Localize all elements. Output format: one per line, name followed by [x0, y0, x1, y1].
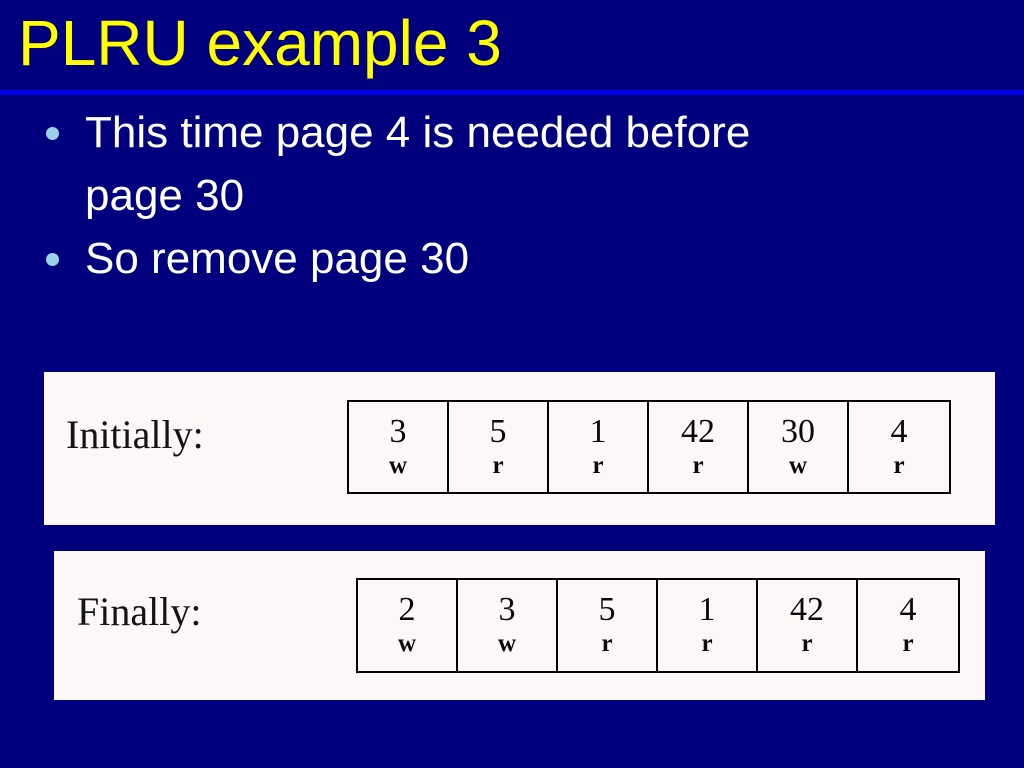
cache-cell-number: 2	[398, 591, 416, 628]
cache-cell-mode: w	[388, 451, 408, 479]
cache-cell: 4 r	[858, 580, 958, 671]
cache-cell-mode: r	[592, 451, 604, 479]
list-item-label: This time page 4 is needed before page 3…	[85, 108, 751, 220]
cache-cell-number: 1	[698, 591, 716, 628]
page-title: PLRU example 3	[18, 7, 502, 79]
cache-cell-number: 5	[598, 591, 616, 628]
cache-cell: 5 r	[558, 580, 658, 671]
cache-cell-mode: r	[893, 451, 905, 479]
cache-cell-number: 42	[681, 412, 715, 450]
cache-cell: 5 r	[449, 402, 549, 492]
cache-cell-mode: w	[788, 451, 808, 479]
title-divider	[0, 90, 1024, 95]
panel-label-initially: Initially:	[66, 412, 204, 457]
cache-cell: 42 r	[649, 402, 749, 492]
cache-cell-mode: r	[801, 630, 813, 657]
cache-cell-number: 3	[498, 591, 516, 628]
cache-cell-mode: w	[497, 630, 517, 657]
panel-initially: Initially: 3 w 5 r 1 r 42 r 30 w	[44, 372, 995, 525]
cache-cell: 2 w	[358, 580, 458, 671]
cache-cell-number: 4	[899, 591, 917, 628]
cache-cell-mode: r	[902, 630, 914, 657]
cache-cell-number: 30	[781, 412, 815, 450]
cache-cell-mode: r	[492, 451, 504, 479]
list-item: So remove page 30	[30, 227, 990, 290]
cache-cell-number: 4	[890, 412, 908, 450]
cache-cell: 1 r	[549, 402, 649, 492]
cache-cell: 3 w	[349, 402, 449, 492]
cache-strip-finally: 2 w 3 w 5 r 1 r 42 r 4 r	[356, 578, 960, 673]
bullet-list: This time page 4 is needed before page 3…	[30, 101, 990, 290]
cache-cell: 3 w	[458, 580, 558, 671]
bullet-dot-icon	[46, 127, 59, 140]
cache-cell-mode: r	[601, 630, 613, 657]
bullet-dot-icon	[46, 253, 59, 266]
cache-cell: 1 r	[658, 580, 758, 671]
cache-cell-mode: r	[701, 630, 713, 657]
panel-finally: Finally: 2 w 3 w 5 r 1 r 42 r	[54, 551, 985, 700]
cache-cell-mode: r	[692, 451, 704, 479]
cache-strip-initially: 3 w 5 r 1 r 42 r 30 w 4 r	[347, 400, 951, 494]
cache-cell: 42 r	[758, 580, 858, 671]
cache-cell-mode: w	[397, 630, 417, 657]
cache-cell-number: 1	[589, 412, 607, 450]
cache-cell-number: 3	[389, 412, 407, 450]
cache-cell-number: 42	[790, 591, 824, 628]
title-bar: PLRU example 3	[0, 0, 1024, 95]
cache-cell: 4 r	[849, 402, 949, 492]
cache-cell-number: 5	[489, 412, 507, 450]
list-item: This time page 4 is needed before page 3…	[30, 101, 990, 227]
list-item-label: So remove page 30	[85, 234, 470, 283]
panel-label-finally: Finally:	[77, 589, 202, 634]
cache-cell: 30 w	[749, 402, 849, 492]
